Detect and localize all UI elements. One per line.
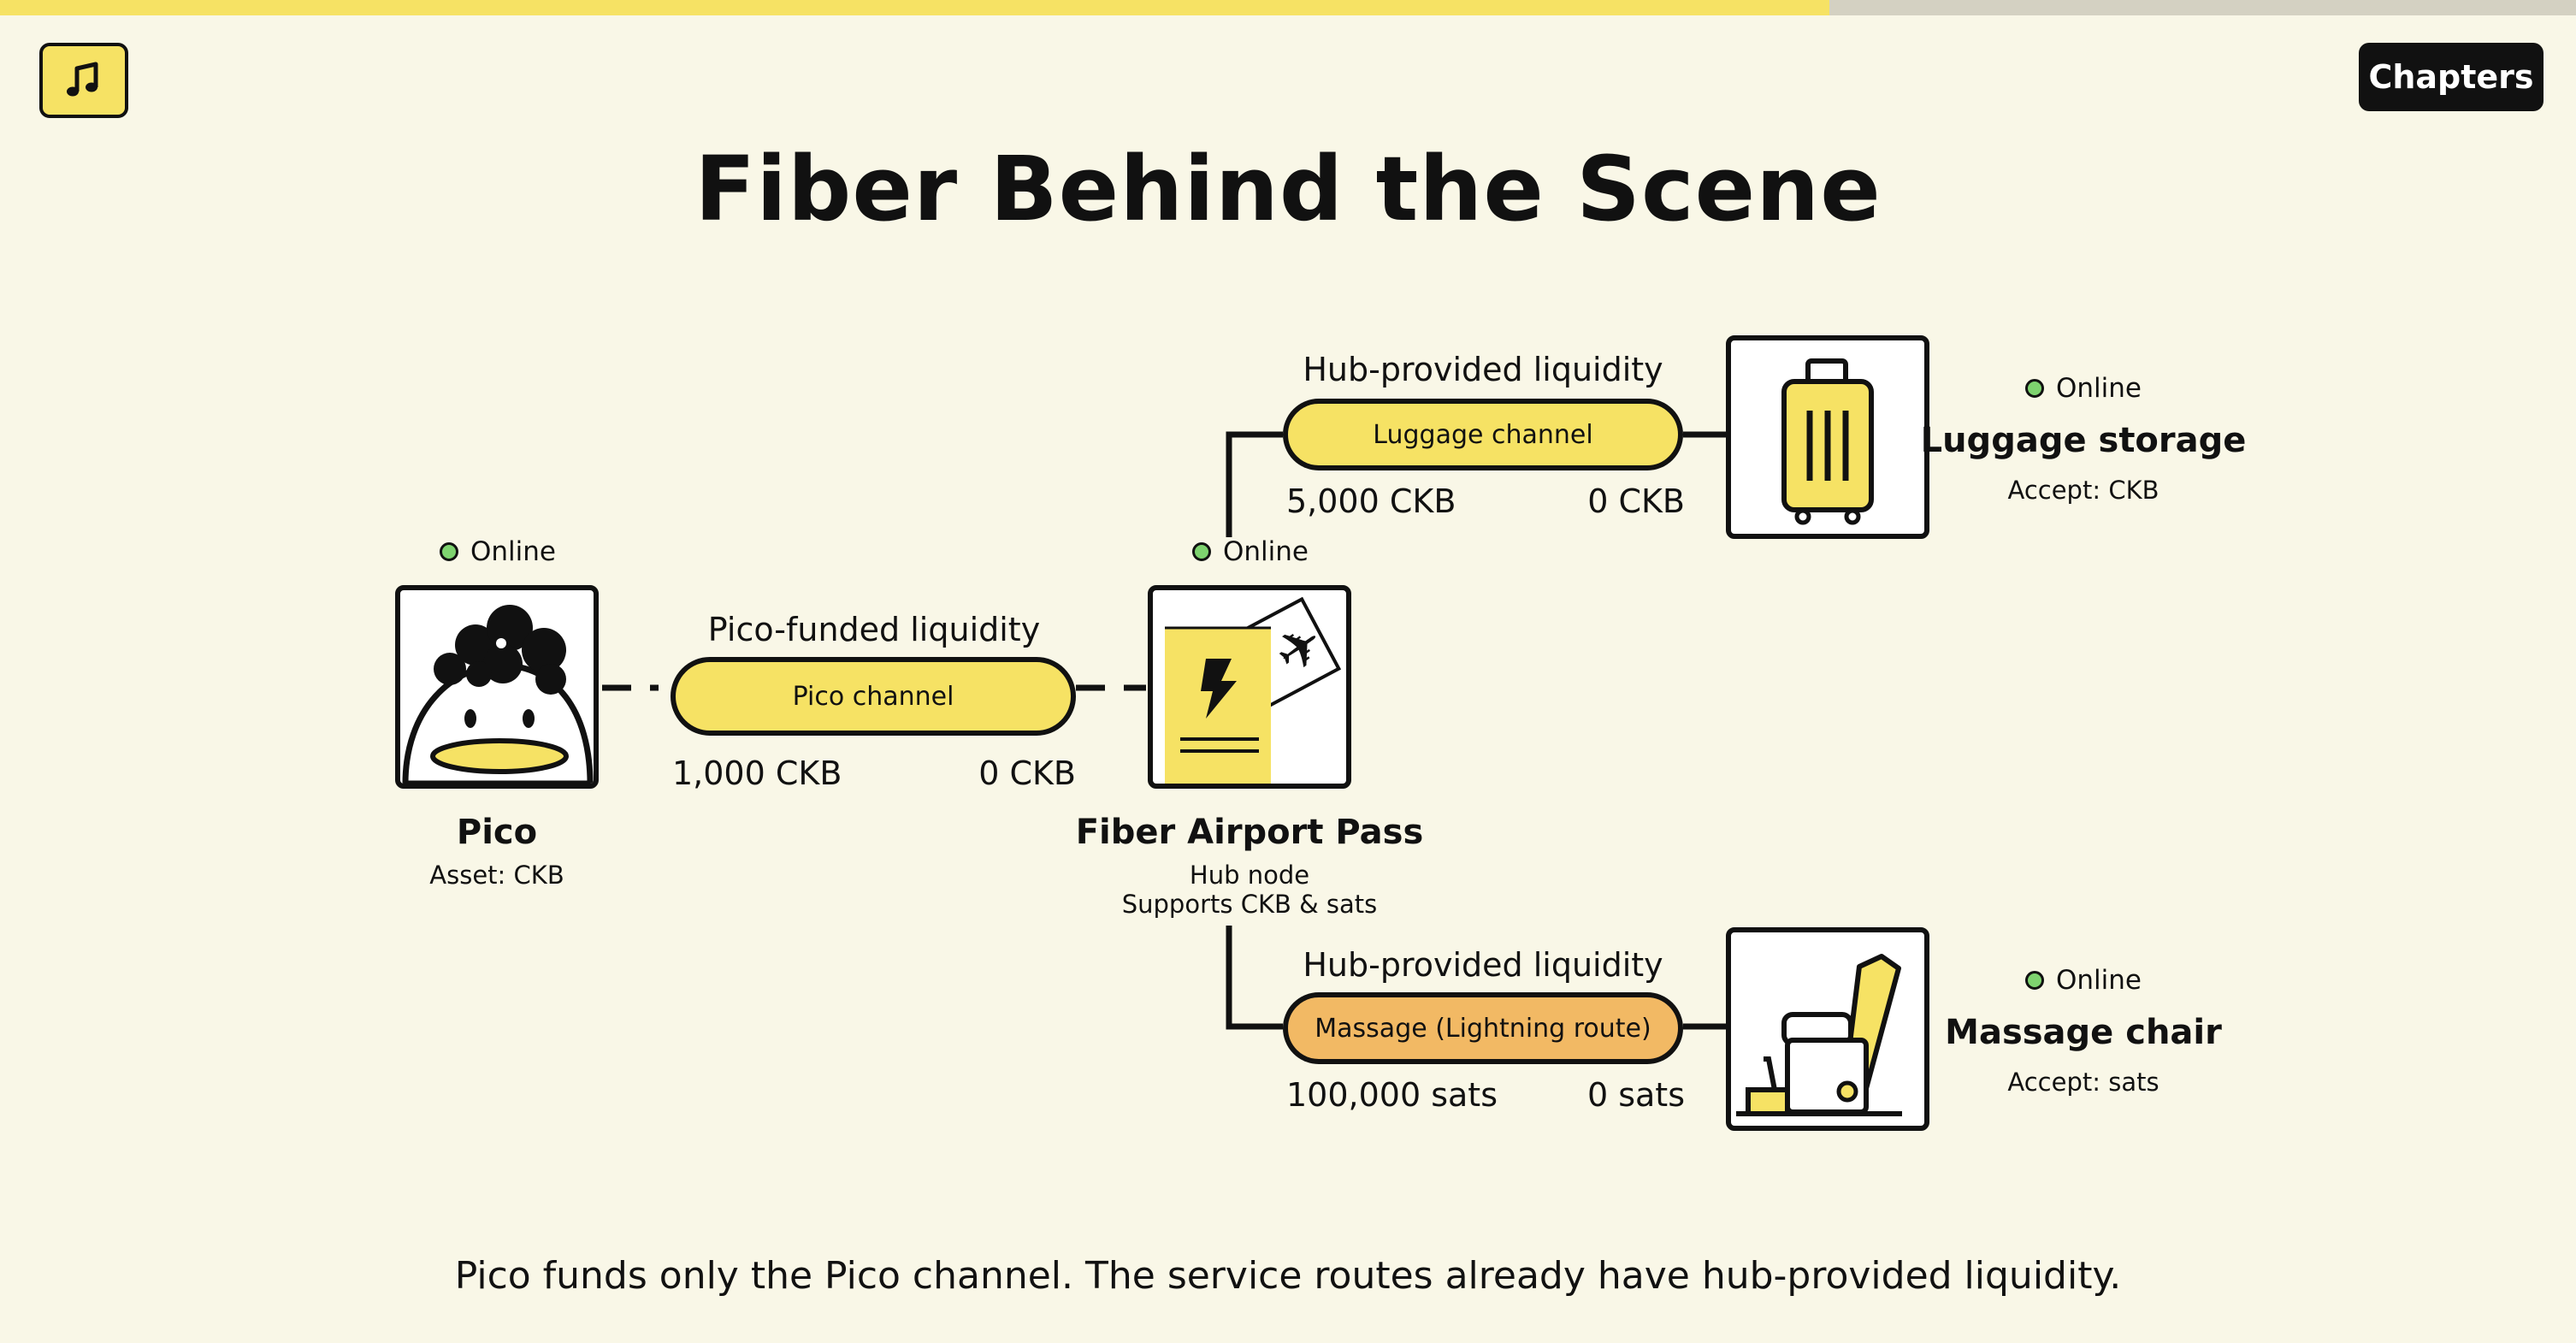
pico-duck-icon (402, 605, 594, 784)
hub-name: Fiber Airport Pass (1075, 813, 1424, 852)
pico-asset: Asset: CKB (429, 861, 564, 890)
pico-channel-label: Pico channel (792, 681, 954, 712)
online-dot-icon (2025, 971, 2044, 990)
online-dot-icon (2025, 379, 2044, 398)
fiber-airport-pass-avatar[interactable]: ✈ (1148, 585, 1351, 789)
pico-channel-left-amount: 1,000 CKB (672, 754, 842, 792)
hub-status-label: Online (1223, 536, 1309, 567)
footer-caption: Pico funds only the Pico channel. The se… (454, 1254, 2122, 1298)
hub-status: Online (1192, 536, 1309, 567)
progress-bar (0, 0, 2576, 15)
online-dot-icon (440, 542, 458, 561)
pico-channel-heading: Pico-funded liquidity (707, 611, 1041, 648)
online-dot-icon (1192, 542, 1211, 561)
pico-channel-right-amount: 0 CKB (978, 754, 1076, 792)
massage-channel-heading: Hub-provided liquidity (1303, 946, 1663, 984)
luggage-accept: Accept: CKB (2007, 476, 2159, 505)
airport-pass-icon: ✈ (1165, 596, 1342, 784)
pico-status-label: Online (470, 536, 556, 567)
massage-chair-icon (1736, 954, 1902, 1116)
pico-channel-pill[interactable]: Pico channel (671, 657, 1076, 736)
pico-avatar[interactable] (395, 585, 599, 789)
massage-channel-label: Massage (Lightning route) (1315, 1013, 1651, 1044)
massage-channel-pill[interactable]: Massage (Lightning route) (1283, 992, 1683, 1064)
luggage-status-label: Online (2056, 373, 2142, 404)
massage-status: Online (2025, 965, 2142, 996)
music-toggle-button[interactable] (39, 43, 128, 118)
massage-chair-avatar[interactable] (1726, 927, 1929, 1131)
luggage-name: Luggage storage (1920, 421, 2247, 460)
luggage-storage-avatar[interactable] (1726, 335, 1929, 539)
luggage-channel-pill[interactable]: Luggage channel (1283, 399, 1683, 470)
luggage-channel-label: Luggage channel (1373, 419, 1593, 450)
massage-channel-left-amount: 100,000 sats (1286, 1076, 1498, 1114)
massage-name: Massage chair (1945, 1013, 2222, 1052)
luggage-channel-left-amount: 5,000 CKB (1286, 482, 1456, 520)
suitcase-icon (1781, 358, 1874, 525)
chapters-button[interactable]: Chapters (2359, 43, 2544, 111)
pico-status: Online (440, 536, 556, 567)
massage-channel-right-amount: 0 sats (1586, 1076, 1685, 1114)
hub-supports: Supports CKB & sats (1121, 890, 1378, 919)
hub-role: Hub node (1189, 861, 1310, 890)
music-note-icon (67, 62, 98, 97)
massage-status-label: Online (2056, 965, 2142, 996)
progress-fill (0, 0, 1829, 15)
pico-name: Pico (456, 813, 538, 852)
massage-accept: Accept: sats (2007, 1068, 2159, 1097)
luggage-status: Online (2025, 373, 2142, 404)
luggage-channel-right-amount: 0 CKB (1587, 482, 1685, 520)
luggage-channel-heading: Hub-provided liquidity (1303, 351, 1663, 388)
page-title: Fiber Behind the Scene (694, 137, 1882, 241)
